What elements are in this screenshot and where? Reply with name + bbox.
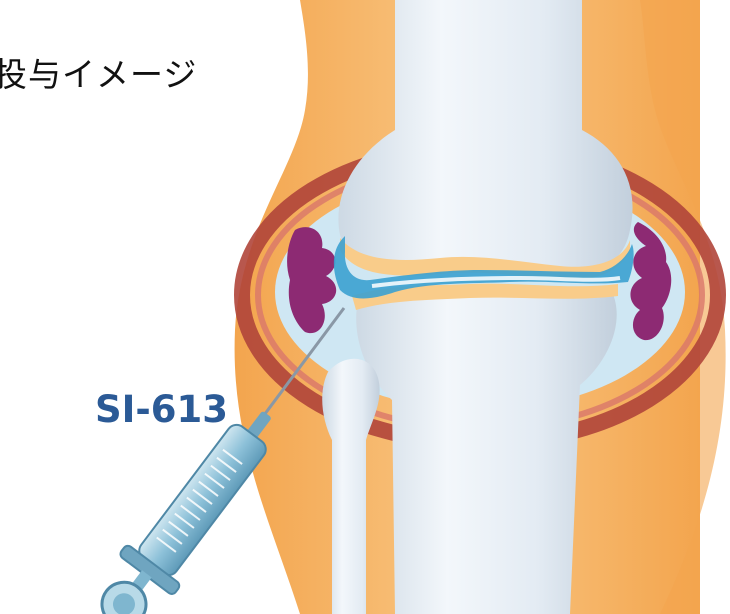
drug-label: SI-613 — [95, 388, 228, 431]
title: 投与イメージ — [0, 48, 197, 96]
syringe-barrel — [135, 421, 269, 579]
